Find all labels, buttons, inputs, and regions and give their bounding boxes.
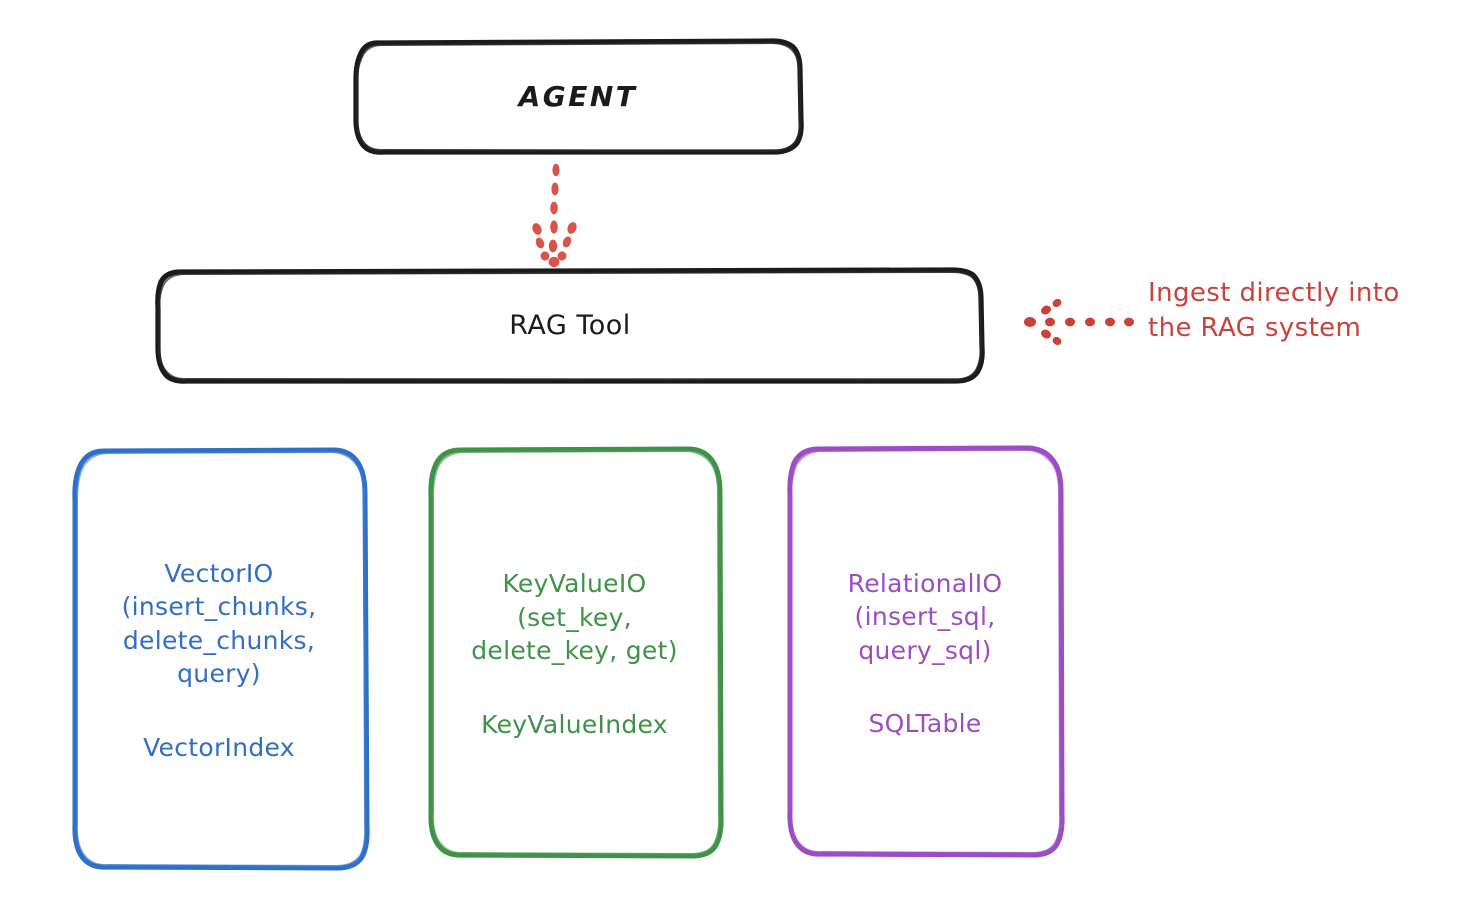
vector-io-node[interactable]: VectorIO (insert_chunks, delete_chunks, … (73, 449, 365, 869)
keyvalueio-box-stroke (428, 446, 724, 859)
rag-tool-node-label: RAG Tool (509, 309, 631, 341)
relational-io-node-sublabel: SQLTable (868, 709, 982, 739)
key-value-io-node[interactable]: KeyValueIO (set_key, delete_key, get) Ke… (429, 449, 720, 857)
ingest-annotation-text: Ingest directly into the RAG system (1148, 278, 1400, 344)
agent-to-ragtool-arrow (532, 163, 577, 268)
ragtool-box-stroke (155, 267, 985, 384)
key-value-io-node-label: KeyValueIO (set_key, delete_key, get) (471, 569, 678, 666)
relational-io-node-label: RelationalIO (insert_sql, query_sql) (847, 568, 1003, 665)
vectorio-box-stroke (72, 447, 370, 871)
vector-io-node-label: VectorIO (insert_chunks, delete_chunks, … (121, 558, 317, 689)
agent-node-label: AGENT (518, 80, 638, 114)
key-value-io-node-sublabel: KeyValueIndex (481, 709, 668, 739)
rag-tool-node[interactable]: RAG Tool (157, 270, 983, 382)
vector-io-node-sublabel: VectorIndex (143, 732, 295, 762)
ingest-arrow (1024, 298, 1134, 346)
agent-node[interactable]: AGENT (355, 41, 801, 153)
relationalio-box-stroke (787, 445, 1065, 858)
agent-box-stroke (353, 38, 804, 155)
relational-io-node[interactable]: RelationalIO (insert_sql, query_sql) SQL… (789, 449, 1061, 856)
